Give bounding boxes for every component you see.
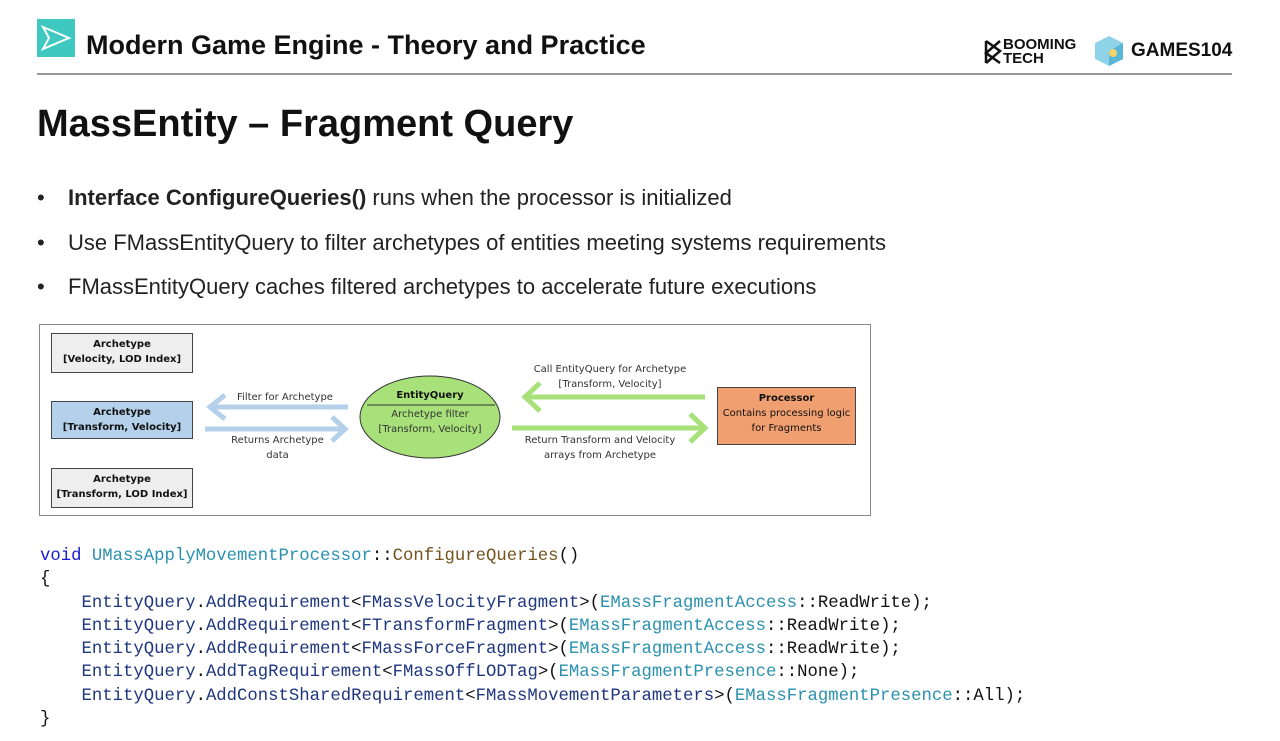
bullet-text: Use FMassEntityQuery to filter archetype… xyxy=(68,230,886,255)
course-title: Modern Game Engine - Theory and Practice xyxy=(86,30,646,60)
filter-arrow xyxy=(205,393,348,421)
bullet-text: FMassEntityQuery caches filtered archety… xyxy=(68,274,817,299)
booming-tech-icon xyxy=(983,39,1003,65)
code-line: EntityQuery.AddRequirement<FMassVelocity… xyxy=(81,593,932,613)
slide-title: MassEntity – Fragment Query xyxy=(37,103,574,145)
archetype-box-selected: Archetype[Transform, Velocity] xyxy=(51,401,193,439)
course-logo-icon xyxy=(37,19,75,57)
filter-label: Filter for Archetype xyxy=(237,392,333,403)
return-arrow xyxy=(512,412,709,444)
entityquery-title: EntityQuery xyxy=(396,390,464,401)
games104-logo-text: GAMES104 xyxy=(1131,40,1233,61)
games104-cube-icon xyxy=(1093,34,1125,73)
brand-line2: TECH xyxy=(1003,50,1044,67)
code-block: void UMassApplyMovementProcessor::Config… xyxy=(40,547,1026,730)
header-divider xyxy=(37,73,1232,75)
bullet-text: runs when the processor is initialized xyxy=(366,185,732,210)
bullet-1: •Interface ConfigureQueries() runs when … xyxy=(37,185,732,210)
call-label: Call EntityQuery for Archetype[Transform… xyxy=(533,364,687,390)
returns-arrow xyxy=(205,415,349,443)
diagram-arrows xyxy=(205,375,853,459)
bullet-bold: Interface ConfigureQueries() xyxy=(68,185,367,210)
archetype-box: Archetype[Transform, LOD Index] xyxy=(51,468,193,508)
bullet-3: •FMassEntityQuery caches filtered archet… xyxy=(37,274,817,299)
bullet-2: •Use FMassEntityQuery to filter archetyp… xyxy=(37,230,886,255)
entityquery-body: Archetype filter[Transform, Velocity] xyxy=(378,409,482,435)
code-line: EntityQuery.AddConstSharedRequirement<FM… xyxy=(81,686,1026,706)
code-line: EntityQuery.AddRequirement<FMassForceFra… xyxy=(81,640,901,660)
code-line: EntityQuery.AddTagRequirement<FMassOffLO… xyxy=(81,663,860,683)
brand-line1: BOOMING xyxy=(1003,36,1077,53)
archetype-box: Archetype[Velocity, LOD Index] xyxy=(51,333,193,373)
call-arrow xyxy=(521,381,705,413)
fragment-query-diagram: Archetype[Velocity, LOD Index] Archetype… xyxy=(39,324,871,516)
code-line: EntityQuery.AddRequirement<FTransformFra… xyxy=(81,616,901,636)
